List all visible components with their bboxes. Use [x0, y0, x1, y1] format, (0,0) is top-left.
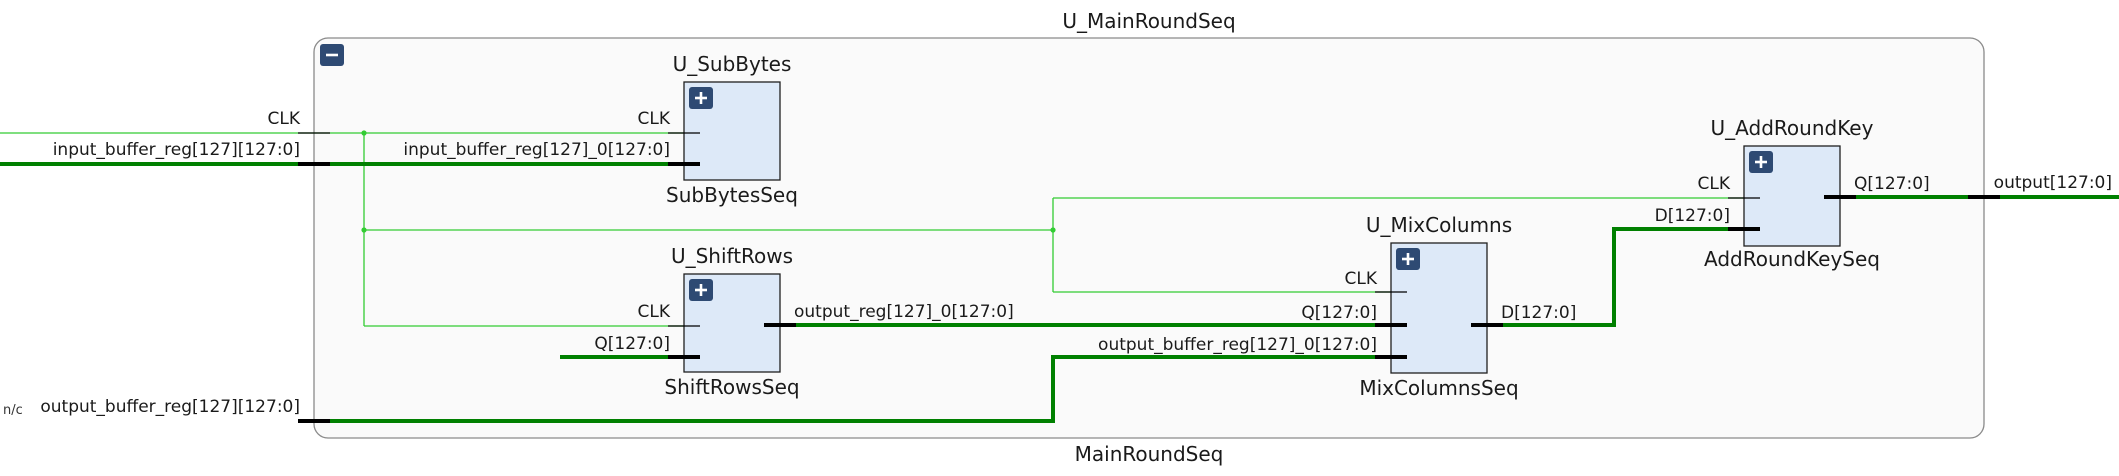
addroundkey-block[interactable] — [1728, 145, 1856, 247]
addroundkey-module: AddRoundKeySeq — [1704, 247, 1880, 271]
expand-button[interactable] — [689, 87, 713, 109]
subbytes-instance: U_SubBytes — [673, 52, 792, 76]
subbytes-in-pin: input_buffer_reg[127]_0[127:0] — [403, 140, 670, 160]
mixcolumns-instance: U_MixColumns — [1366, 213, 1512, 237]
port-input-label: input_buffer_reg[127][127:0] — [53, 140, 300, 160]
top-instance-name: U_MainRoundSeq — [1062, 9, 1235, 33]
mixcolumns-buffer-pin: output_buffer_reg[127]_0[127:0] — [1098, 335, 1377, 355]
nc-label: n/c — [3, 403, 23, 418]
shiftrows-module: ShiftRowsSeq — [664, 375, 799, 399]
mixcolumns-block[interactable] — [1375, 242, 1503, 374]
mixcolumns-clk-pin: CLK — [1345, 269, 1378, 289]
addroundkey-q-pin: Q[127:0] — [1854, 174, 1930, 194]
shiftrows-instance: U_ShiftRows — [671, 244, 793, 268]
main-round-seq-block[interactable] — [313, 37, 1985, 439]
expand-button[interactable] — [1749, 151, 1773, 173]
plus-icon — [1755, 156, 1767, 168]
plus-icon — [695, 92, 707, 104]
mixcolumns-q-pin: Q[127:0] — [1301, 303, 1377, 323]
mixcolumns-module: MixColumnsSeq — [1359, 376, 1518, 400]
mixcolumns-to-addroundkey-bus[interactable] — [1472, 227, 1760, 327]
collapse-button[interactable] — [320, 44, 344, 66]
subbytes-module: SubBytesSeq — [666, 183, 798, 207]
plus-icon — [1402, 253, 1414, 265]
shiftrows-out-pin: output_reg[127]_0[127:0] — [794, 302, 1014, 322]
shiftrows-q-pin: Q[127:0] — [594, 334, 670, 354]
shiftrows-block[interactable] — [668, 273, 796, 373]
shiftrows-clk-pin: CLK — [638, 302, 671, 322]
clk-net[interactable] — [0, 130, 1746, 327]
output-buffer-bus[interactable] — [298, 355, 1407, 423]
addroundkey-instance: U_AddRoundKey — [1711, 116, 1874, 140]
port-clk-label: CLK — [268, 109, 301, 129]
subbytes-clk-pin: CLK — [638, 109, 671, 129]
subbytes-block[interactable] — [668, 81, 781, 181]
expand-button[interactable] — [1396, 248, 1420, 270]
expand-button[interactable] — [689, 279, 713, 301]
addroundkey-d-pin: D[127:0] — [1655, 206, 1730, 226]
port-output-buffer-label: output_buffer_reg[127][127:0] — [40, 397, 300, 417]
mixcolumns-d-pin: D[127:0] — [1501, 303, 1576, 323]
port-output-label: output[127:0] — [1994, 173, 2112, 193]
top-module-name: MainRoundSeq — [1075, 442, 1224, 466]
plus-icon — [695, 284, 707, 296]
addroundkey-clk-pin: CLK — [1698, 174, 1731, 194]
